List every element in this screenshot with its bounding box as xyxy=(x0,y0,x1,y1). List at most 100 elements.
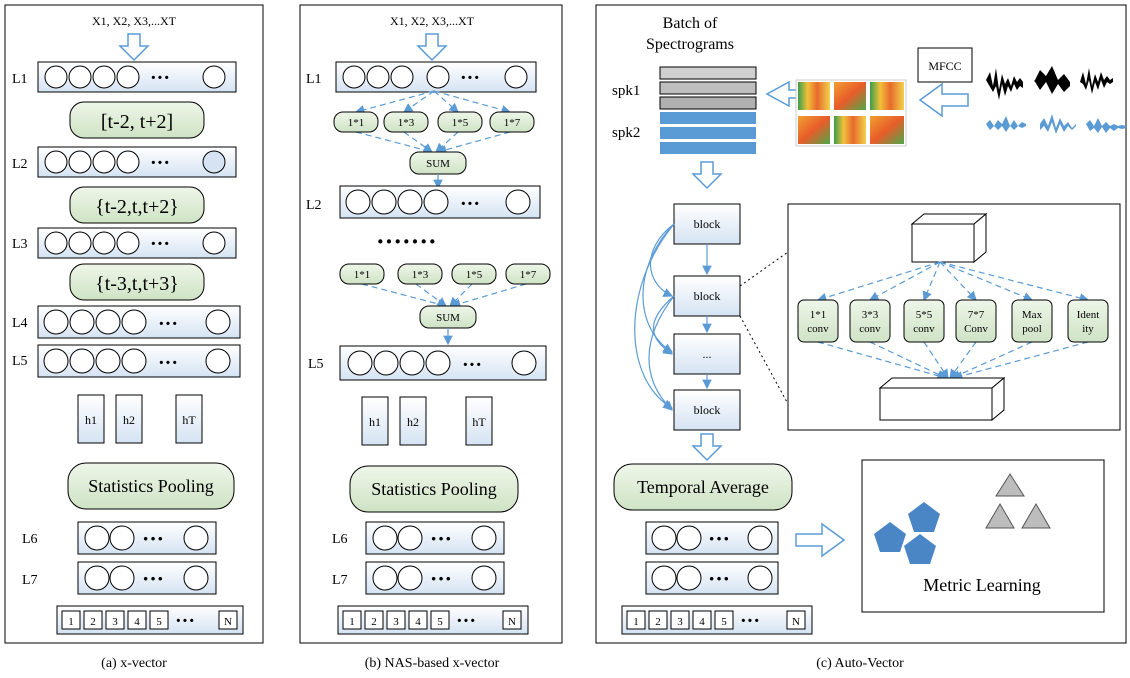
svg-text:4: 4 xyxy=(415,616,421,628)
layer-label-a-l4: L4 xyxy=(12,316,28,331)
svg-text:h2: h2 xyxy=(123,413,135,427)
svg-text:2: 2 xyxy=(371,616,377,628)
op-b1-1x7: 1*7 xyxy=(489,111,535,133)
svg-text:4: 4 xyxy=(134,616,140,628)
layer-label-a-l7: L7 xyxy=(22,573,38,588)
sum-node-b-2: SUM xyxy=(419,305,477,329)
svg-text:1*1: 1*1 xyxy=(354,269,371,281)
svg-text:···: ··· xyxy=(708,526,730,551)
svg-text:···: ··· xyxy=(158,352,178,374)
svg-text:···: ··· xyxy=(142,566,164,591)
op-b2-1x7: 1*7 xyxy=(505,263,551,285)
layer-row-a-l6: ··· xyxy=(77,521,217,555)
svg-text:...: ... xyxy=(703,347,712,361)
op-b2-1x3: 1*3 xyxy=(397,263,443,285)
svg-text:block: block xyxy=(694,289,721,303)
frame-box-b-ht: hT xyxy=(465,396,493,446)
caption-c: (c) Auto-Vector xyxy=(816,656,904,671)
block-connections xyxy=(634,223,712,411)
svg-text:5*5: 5*5 xyxy=(916,309,933,321)
spectrogram-images xyxy=(795,79,907,147)
layer-label-a-l5: L5 xyxy=(12,354,28,369)
embedding-layer-1: ··· xyxy=(645,521,779,555)
svg-text:1: 1 xyxy=(349,616,355,628)
svg-text:···: ··· xyxy=(708,566,730,591)
layer-label-b-l5: L5 xyxy=(308,357,324,372)
svg-text:Statistics Pooling: Statistics Pooling xyxy=(371,479,497,499)
sum-node-b-1: SUM xyxy=(409,151,467,175)
cell-input-cube xyxy=(910,212,988,264)
layer-row-a-l5: ··· xyxy=(37,344,241,378)
layer-label-a-l6: L6 xyxy=(22,532,38,547)
svg-text:5: 5 xyxy=(156,616,162,628)
cell-op-1x1-conv: 1*1 conv xyxy=(797,299,839,343)
frame-box-a-ht: hT xyxy=(175,394,203,444)
frame-box-b-h2: h2 xyxy=(399,396,427,446)
svg-text:ity: ity xyxy=(1082,323,1094,335)
svg-text:···: ··· xyxy=(150,233,170,255)
svg-text:1*1: 1*1 xyxy=(348,117,365,129)
svg-text:conv: conv xyxy=(807,323,829,335)
zoom-lines xyxy=(739,251,789,405)
panel-c-frame xyxy=(595,4,1127,644)
svg-text:···: ··· xyxy=(430,526,452,551)
svg-text:N: N xyxy=(224,616,232,628)
layer-label-a-l3: L3 xyxy=(12,237,28,252)
arrow-waveform-to-spectro xyxy=(918,82,969,118)
layer-row-b-l1: ··· xyxy=(335,61,537,93)
caption-a: (a) x-vector xyxy=(101,656,167,671)
output-layer-b: 1 2 3 4 5 ··· N xyxy=(337,605,529,635)
svg-text:···: ··· xyxy=(158,313,178,335)
svg-text:Max: Max xyxy=(1022,309,1043,321)
panel-b-input-arrow xyxy=(416,33,448,62)
block-3: ... xyxy=(673,333,741,375)
layer-row-b-l6: ··· xyxy=(365,521,505,555)
speaker-label-spk2: spk2 xyxy=(612,125,640,141)
svg-text:3: 3 xyxy=(677,616,683,628)
cell-op-3x3-conv: 3*3 conv xyxy=(849,299,891,343)
svg-text:Ident: Ident xyxy=(1077,309,1100,321)
cell-fanout-arrows xyxy=(816,261,1090,381)
op-b1-1x5: 1*5 xyxy=(437,111,483,133)
cell-op-7x7-conv: 7*7 Conv xyxy=(955,299,997,343)
cell-output-cuboid xyxy=(878,376,1006,422)
frame-box-a-h1: h1 xyxy=(77,394,105,444)
frame-box-b-h1: h1 xyxy=(361,396,389,446)
svg-text:3: 3 xyxy=(112,616,118,628)
spk2-stack xyxy=(660,112,756,154)
arrow-to-metric-learning xyxy=(795,522,846,558)
svg-text:1: 1 xyxy=(633,616,639,628)
caption-b: (b) NAS-based x-vector xyxy=(365,656,500,671)
svg-text:3: 3 xyxy=(393,616,399,628)
context-a-2: {t-2,t,t+2} xyxy=(69,186,205,224)
svg-text:h1: h1 xyxy=(369,415,381,429)
layer-label-a-l2: L2 xyxy=(12,157,28,172)
svg-text:block: block xyxy=(694,403,721,417)
waveform-blue xyxy=(986,114,1126,134)
frame-box-a-h2: h2 xyxy=(115,394,143,444)
svg-text:···: ··· xyxy=(142,526,164,551)
layer-label-b-l2: L2 xyxy=(306,198,322,213)
layer-row-b-l7: ··· xyxy=(365,561,505,595)
svg-text:SUM: SUM xyxy=(426,158,450,170)
output-layer-c: 1 2 3 4 5 ··· N xyxy=(621,605,813,635)
svg-text:1*5: 1*5 xyxy=(452,117,469,129)
svg-text:1: 1 xyxy=(68,616,74,628)
layer-row-a-l1: ··· xyxy=(37,61,237,93)
svg-text:conv: conv xyxy=(913,323,935,335)
svg-text:N: N xyxy=(508,616,516,628)
statistics-pooling-a: Statistics Pooling xyxy=(67,462,235,510)
svg-text:Temporal Average: Temporal Average xyxy=(637,477,769,497)
panel-a-input-label: X1, X2, X3,...XT xyxy=(92,14,177,28)
svg-text:1*7: 1*7 xyxy=(520,269,537,281)
pentagon-1 xyxy=(874,522,906,552)
ellipsis-b: ······· xyxy=(376,227,437,256)
ops-fanout-b-1 xyxy=(354,90,512,155)
panel-b-input-label: X1, X2, X3,...XT xyxy=(390,14,475,28)
layer-label-b-l1: L1 xyxy=(306,72,322,87)
svg-text:h2: h2 xyxy=(407,415,419,429)
embedding-layer-2: ··· xyxy=(645,561,779,595)
svg-text:h1: h1 xyxy=(85,413,97,427)
svg-text:Statistics Pooling: Statistics Pooling xyxy=(88,476,214,496)
svg-text:···: ··· xyxy=(430,566,452,591)
